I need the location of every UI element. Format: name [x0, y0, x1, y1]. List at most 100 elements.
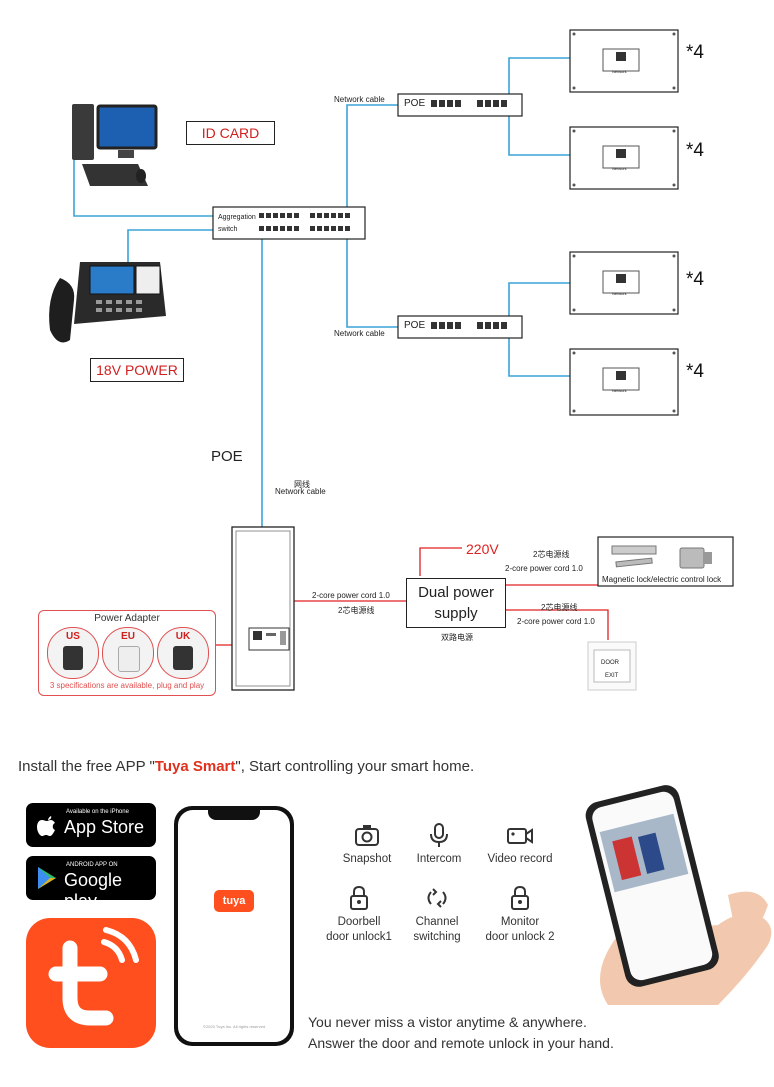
- app-store-small: Available on the iPhone: [66, 809, 129, 815]
- phone-copyright: ©2020 Tuya Inc. All rights reserved: [202, 1024, 266, 1029]
- feature-monitor-unlock: Monitor door unlock 2: [475, 885, 565, 945]
- network-cable-cn: 网线: [294, 480, 310, 489]
- feature-doorbell-line1: Doorbell: [337, 916, 381, 928]
- feature-intercom-label: Intercom: [416, 853, 462, 865]
- apple-icon: [37, 816, 55, 836]
- app-store-big: App Store: [64, 817, 145, 837]
- monitor-3-port-label: Network: [612, 291, 627, 296]
- network-diagram: [49, 29, 734, 691]
- tagline: You never miss a vistor anytime & anywhe…: [308, 1012, 614, 1054]
- app-store-button[interactable]: Available on the iPhone App Store: [26, 803, 156, 847]
- lock-label: Magnetic lock/electric control lock: [602, 575, 722, 584]
- power-18v-label: 18V POWER: [90, 358, 184, 382]
- feature-channel-switching: Channel switching: [392, 885, 482, 945]
- dual-power-line2: supply: [434, 605, 478, 622]
- dual-power-line1: Dual power: [418, 584, 494, 601]
- monitor-4-port-label: Network: [612, 388, 627, 393]
- poe-switch-2: [397, 315, 523, 339]
- monitor-2-port-label: Network: [612, 166, 627, 171]
- feature-doorbell-line2: door unlock1: [326, 931, 392, 943]
- cord-supply-exit: [506, 609, 609, 640]
- feature-doorbell-unlock: Doorbell door unlock1: [314, 885, 404, 945]
- cable-pc-switch: [73, 160, 217, 217]
- feature-monitor-line2: door unlock 2: [485, 931, 555, 943]
- network-cable-label-bottom: Network cable: [334, 329, 385, 338]
- cable-switch-poe1: [346, 104, 402, 225]
- aggregation-switch: [212, 206, 366, 240]
- headline-brand: Tuya Smart: [154, 758, 236, 775]
- phone-mockup: tuya ©2020 Tuya Inc. All rights reserved: [174, 806, 294, 1046]
- power-adapter-panel: Power Adapter US EU UK 3 specifications …: [38, 610, 216, 696]
- indoor-monitor-4: [569, 348, 679, 416]
- feature-snapshot: Snapshot: [322, 822, 412, 867]
- cord-label-exit: 2-core power cord 1.0: [517, 617, 595, 626]
- phone-screen: [178, 810, 290, 1042]
- hand-holding-phone: [585, 785, 772, 1005]
- cord-cn-adapter: 2芯电源线: [338, 606, 375, 615]
- headline-suffix: ", Start controlling your smart home.: [235, 758, 475, 775]
- feature-channel-line2: switching: [413, 931, 461, 943]
- poe-switch-1: [397, 93, 523, 117]
- network-cable-label-outdoor: Network cable: [275, 487, 326, 496]
- feature-intercom: Intercom: [394, 822, 484, 867]
- dual-power-cn: 双路电源: [441, 633, 473, 642]
- aggregation-switch-label-1: Aggregation: [218, 214, 256, 221]
- cord-cn-exit: 2芯电源线: [541, 603, 578, 612]
- multiplier-3: *4: [686, 269, 704, 290]
- tuya-logo-icon: [48, 927, 139, 1026]
- network-cable-label-top: Network cable: [334, 95, 385, 104]
- plug-eu: EU: [102, 627, 154, 679]
- video-camera-icon: [507, 828, 533, 844]
- feature-monitor-line1: Monitor: [500, 916, 540, 928]
- headline-prefix: Install the free APP ": [18, 758, 155, 775]
- feature-video-record: Video record: [475, 822, 565, 867]
- phone-notch: [208, 810, 260, 820]
- google-play-big: Google play: [64, 870, 123, 911]
- cable-switch-poe2: [346, 225, 402, 328]
- indoor-monitor-1: [569, 29, 679, 93]
- voltage-220-label: 220V: [466, 541, 499, 557]
- management-phone: [49, 262, 166, 343]
- plug-uk-label: UK: [175, 631, 191, 642]
- multiplier-4: *4: [686, 361, 704, 382]
- management-pc: [72, 104, 158, 186]
- plug-eu-label: EU: [121, 631, 135, 642]
- cord-cn-lock: 2芯电源线: [533, 550, 570, 559]
- indoor-monitor-3: [569, 251, 679, 315]
- monitor-1-port-label: Network: [612, 69, 627, 74]
- dual-power-supply: Dual power supply: [406, 578, 506, 628]
- id-card-label: ID CARD: [186, 121, 275, 145]
- camera-icon: [355, 825, 379, 846]
- aggregation-switch-label-2: switch: [218, 226, 238, 233]
- microphone-icon: [430, 823, 448, 847]
- lock-icon: [350, 885, 368, 910]
- tagline-line2: Answer the door and remote unlock in you…: [308, 1035, 614, 1051]
- tuya-app-icon: [26, 918, 156, 1048]
- google-play-small: ANDROID APP ON: [66, 862, 118, 868]
- feature-channel-line1: Channel: [415, 916, 459, 928]
- plug-uk: UK: [157, 627, 209, 679]
- plug-uk-icon: [173, 646, 193, 670]
- exit-button: [587, 641, 637, 691]
- exit-button-line2: EXIT: [605, 673, 619, 679]
- multiplier-2: *4: [686, 140, 704, 161]
- cord-label-lock: 2-core power cord 1.0: [505, 564, 583, 573]
- power-adapter-footnote: 3 specifications are available, plug and…: [49, 681, 205, 690]
- lock-box: [597, 536, 734, 587]
- google-play-icon: [38, 867, 56, 889]
- exit-button-line1: DOOR: [601, 660, 619, 666]
- plug-us-icon: [63, 646, 83, 670]
- tagline-line1: You never miss a vistor anytime & anywhe…: [308, 1014, 587, 1030]
- poe-switch-2-label: POE: [404, 320, 426, 331]
- plug-us-label: US: [66, 631, 80, 642]
- plug-us: US: [47, 627, 99, 679]
- multiplier-1: *4: [686, 42, 704, 63]
- poe-vertical-label: POE: [211, 448, 243, 465]
- outdoor-station: [231, 526, 295, 691]
- power-adapter-title: Power Adapter: [94, 613, 160, 624]
- phone-tuya-app[interactable]: tuya: [214, 890, 254, 912]
- feature-video-record-label: Video record: [487, 853, 553, 865]
- google-play-button[interactable]: ANDROID APP ON Google play: [26, 856, 156, 911]
- app-headline: Install the free APP "Tuya Smart", Start…: [18, 758, 474, 775]
- indoor-monitor-2: [569, 126, 679, 190]
